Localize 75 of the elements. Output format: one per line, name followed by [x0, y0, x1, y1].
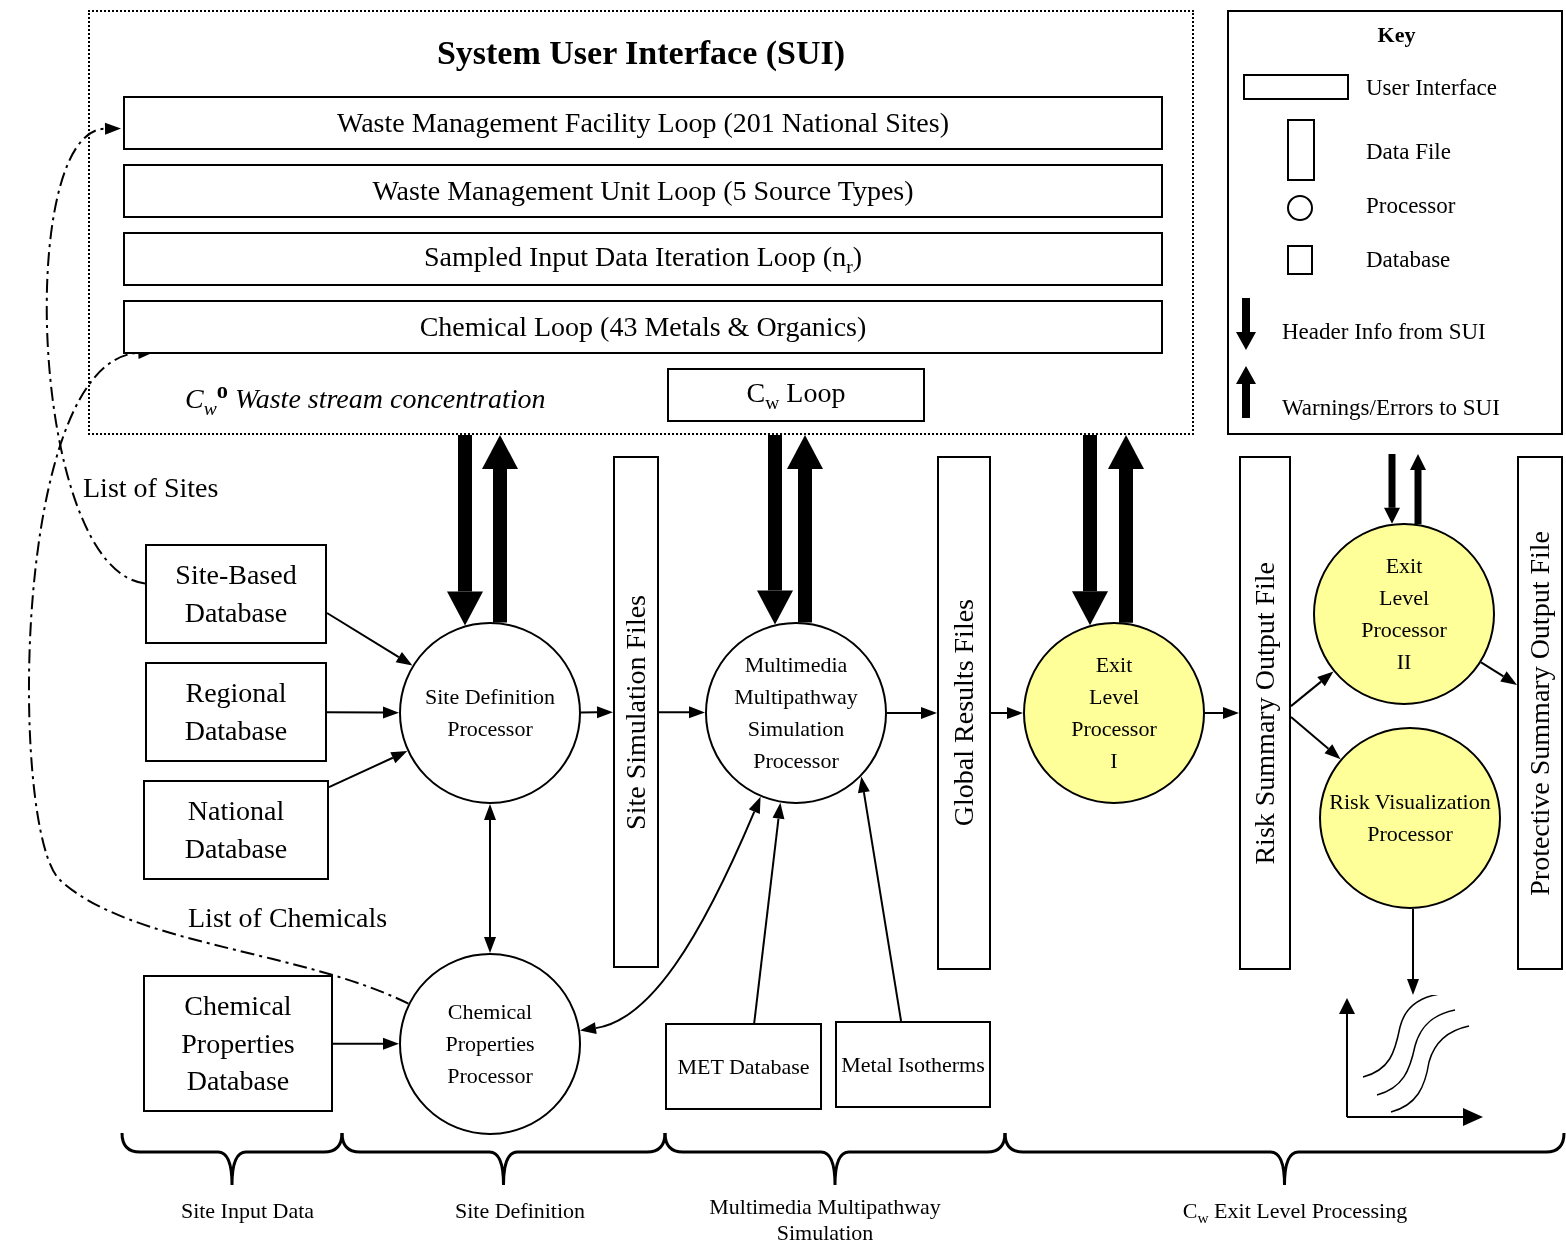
section-label: Site Definition [453, 1198, 587, 1224]
node-label: Metal Isotherms [841, 1050, 985, 1079]
node-label: Risk Visualization Processor [1328, 788, 1492, 848]
node-label: Exit Level Processor I [1070, 651, 1158, 775]
data-file-box [613, 456, 659, 968]
arrow [757, 435, 793, 625]
arrow [1410, 454, 1426, 525]
arrow [580, 796, 761, 1034]
node-label: Exit Level Processor II [1360, 552, 1448, 676]
process-box [667, 368, 925, 422]
process-box [143, 975, 333, 1112]
arrow [328, 751, 408, 789]
node-label: Regional Database [183, 676, 289, 748]
data-file-box [1239, 456, 1291, 970]
arrow [447, 435, 483, 626]
arrow [1204, 707, 1239, 719]
node-label: Chemical Properties Database [180, 988, 296, 1099]
arrow [1072, 435, 1108, 626]
section-label: Site Input Data [179, 1198, 316, 1224]
arrow [332, 1037, 399, 1050]
arrow [482, 435, 518, 623]
legend-title: Key [1376, 22, 1417, 48]
node-label: National Database [183, 794, 289, 866]
node-label: Chemical Properties Processor [444, 998, 536, 1090]
node-label: Site Definition Processor [423, 683, 557, 743]
arrow [326, 706, 399, 719]
arrow [45, 122, 146, 585]
node-label: Site-Based Database [174, 558, 298, 630]
arrow [658, 706, 705, 719]
legend-label: Processor [1366, 193, 1456, 219]
node-label: Risk Summary Output File [1249, 561, 1281, 865]
arrow [1407, 907, 1419, 995]
arrow [1290, 671, 1334, 708]
arrow [1480, 661, 1517, 685]
process-box [145, 544, 327, 644]
arrow [990, 707, 1023, 719]
interface-panel [88, 10, 1194, 435]
loop-label: Waste Management Facility Loop (201 National Sites) [336, 107, 950, 139]
legend-label: Database [1366, 247, 1451, 273]
data-file-box [937, 456, 991, 970]
process-box [123, 300, 1163, 354]
process-box [145, 662, 327, 762]
loop-label: Waste Management Unit Loop (5 Source Types) [372, 175, 914, 207]
node-label: Protective Summary Output File [1524, 530, 1556, 896]
node-label: Site Simulation Files [620, 594, 652, 830]
arrow [580, 706, 613, 719]
process-box [123, 96, 1163, 150]
legend-label: Data File [1366, 139, 1451, 165]
process-box [123, 232, 1163, 286]
process-box [665, 1023, 822, 1110]
process-box [835, 1021, 991, 1108]
arrow [857, 776, 903, 1022]
arrow [1108, 435, 1144, 623]
data-file-box [1517, 456, 1563, 970]
arrow [787, 435, 823, 623]
loop-label: Chemical Loop (43 Metals & Organics) [419, 311, 867, 343]
arrow [753, 802, 785, 1024]
node-label: Global Results Files [948, 599, 980, 827]
node-label: MET Database [677, 1052, 810, 1081]
process-box [123, 164, 1163, 218]
loop-label: C$_{w}$ Loop [746, 376, 846, 414]
loop-label: Sampled Input Data Iteration Loop (n$_{r}$) [423, 240, 863, 278]
arrow [484, 804, 496, 953]
legend-label: Header Info from SUI [1282, 319, 1486, 345]
arrow [886, 707, 937, 719]
interface-title: System User Interface (SUI) [435, 34, 847, 72]
arrow [1290, 716, 1341, 760]
concentration-note: C$_{w}$$^{o}$ Waste stream concentration [185, 378, 546, 420]
legend-label: User Interface [1366, 75, 1497, 101]
node-label: Multimedia Multipathway Simulation Processor [733, 651, 859, 775]
section-label: C$_{w}$ Exit Level Processing [1181, 1198, 1409, 1228]
arrow [326, 612, 413, 666]
process-box [143, 780, 329, 880]
legend-label: Warnings/Errors to SUI [1282, 395, 1500, 421]
section-label: Multimedia Multipathway Simulation [708, 1194, 942, 1246]
